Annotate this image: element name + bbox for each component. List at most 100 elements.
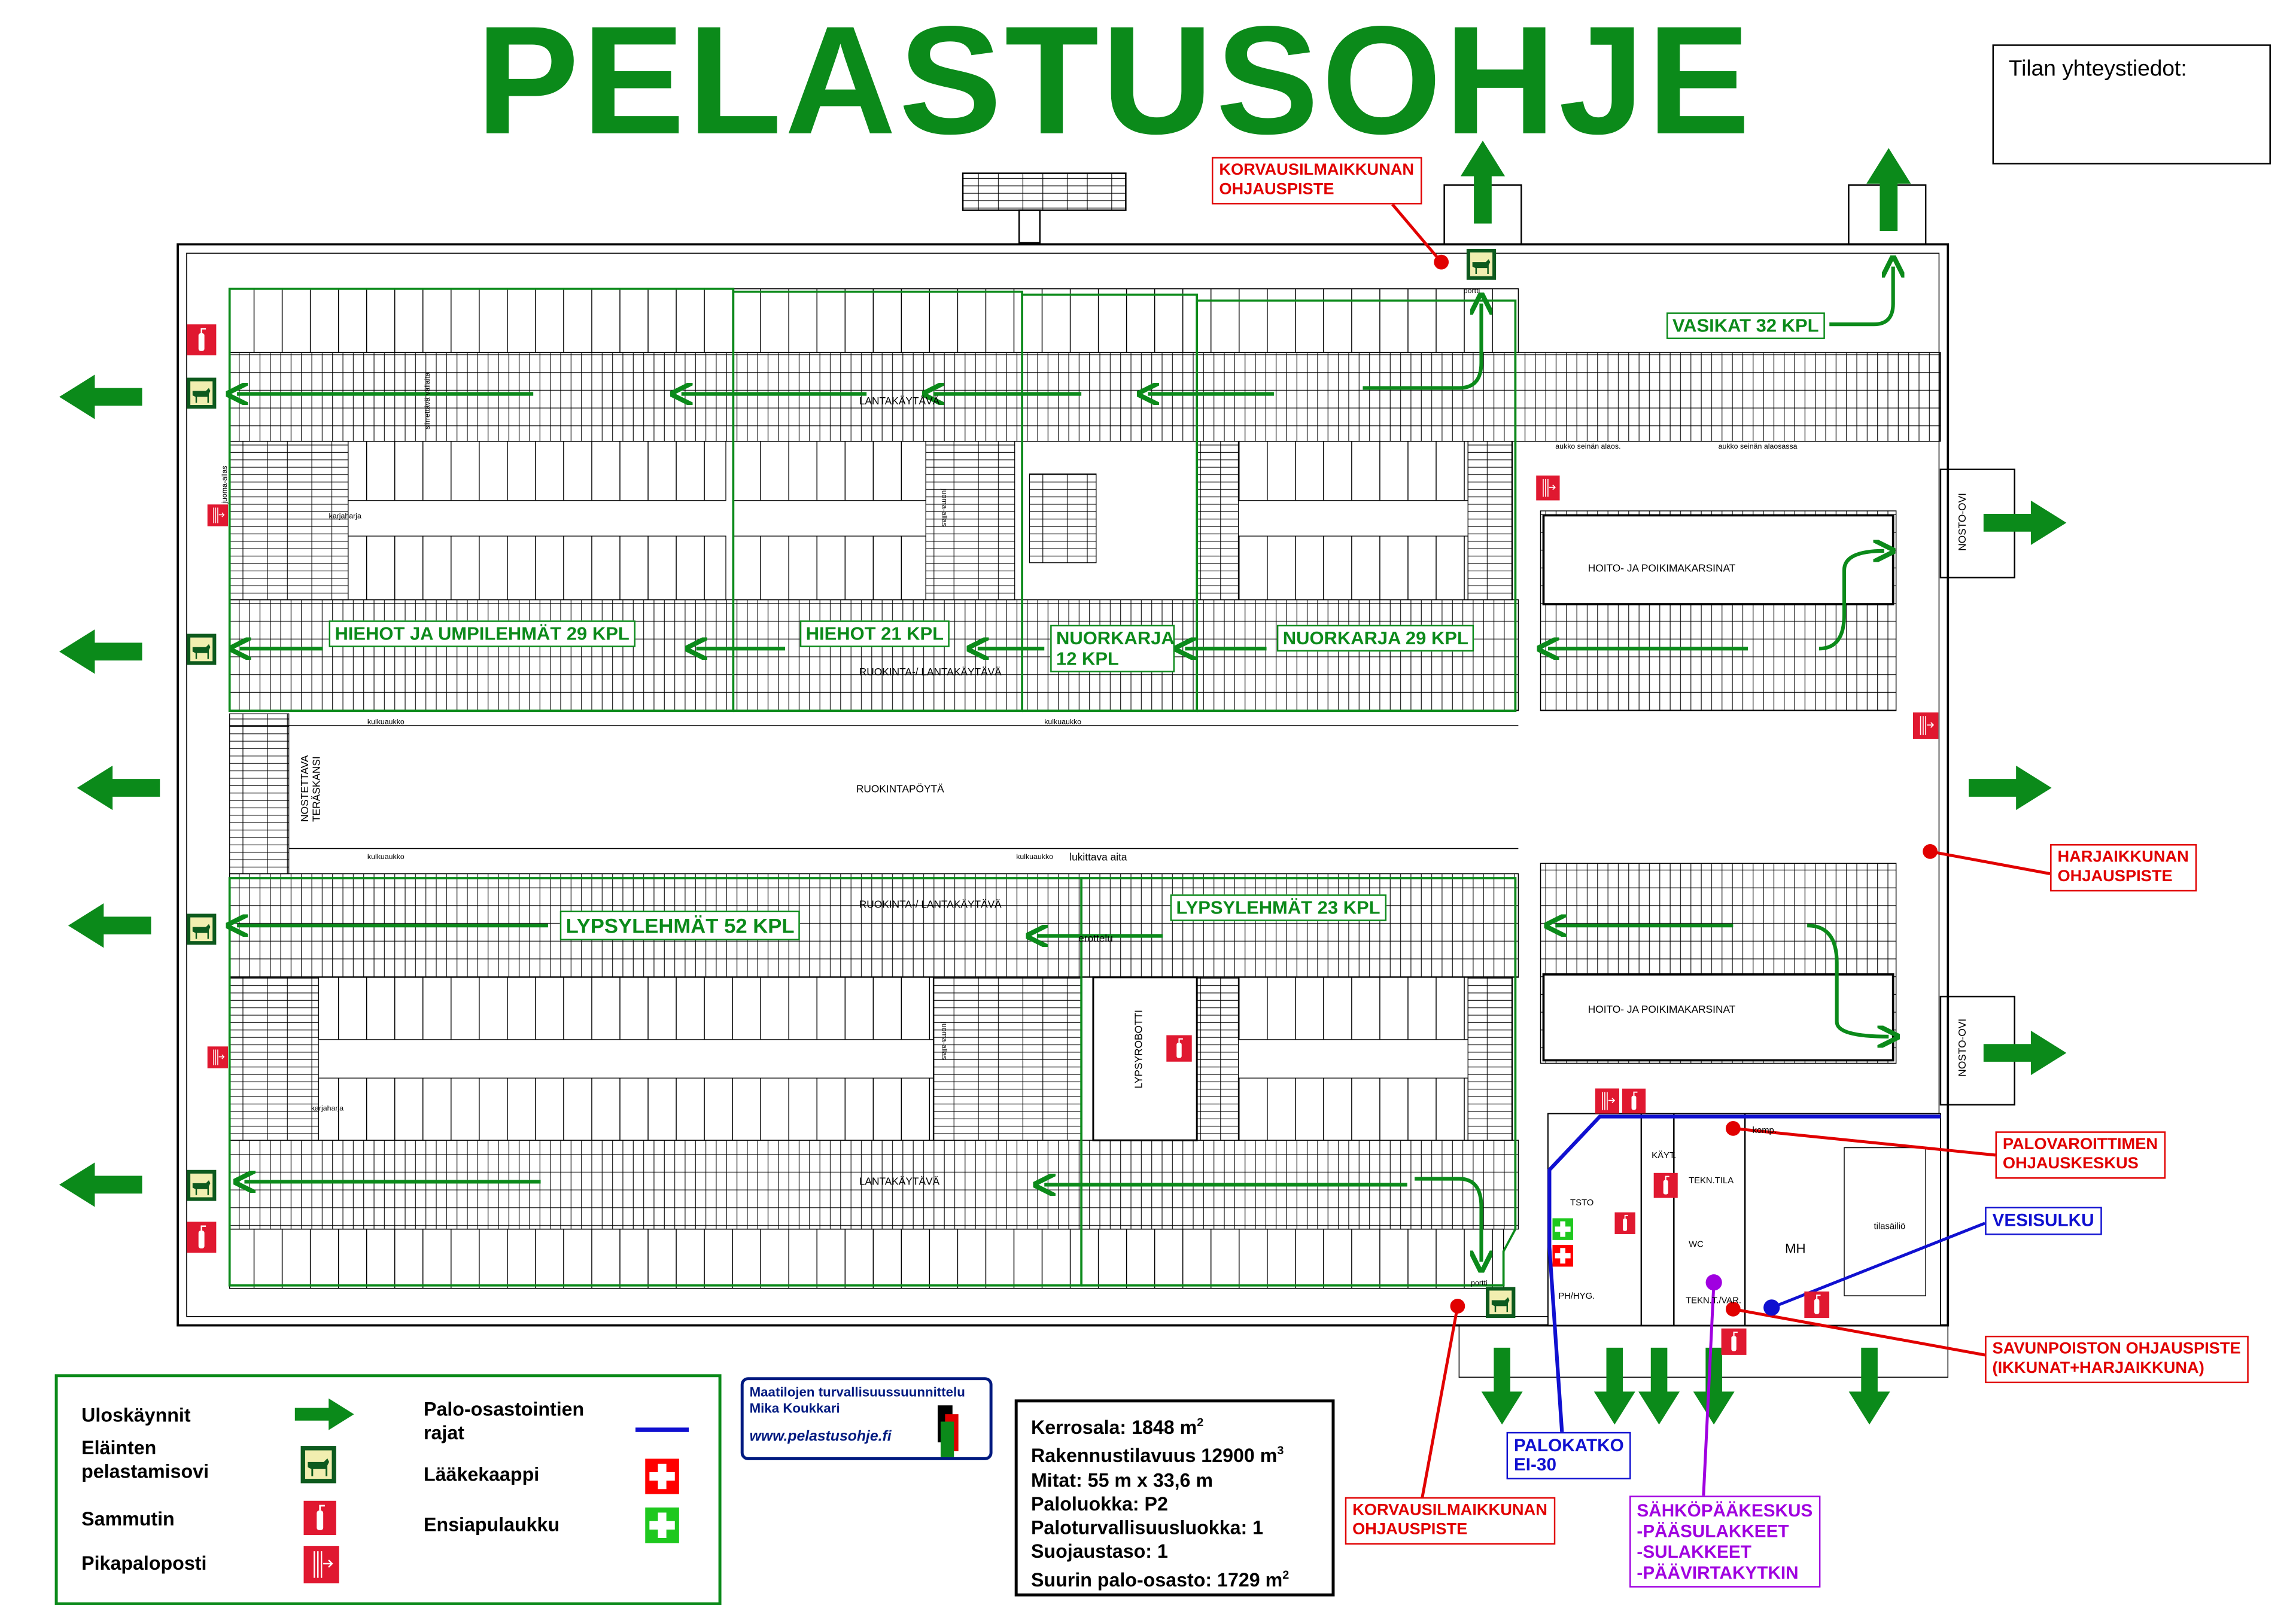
fire-hose-icon [1536,473,1560,504]
room-label: TEKN.TILA [1689,1176,1734,1186]
info-line: Paloturvallisuusluokka: 1 [1030,1516,1264,1539]
plan-label: kulkuaukko [367,718,405,726]
legend-hose-label: Pikapaloposti [81,1552,207,1574]
animal-rescue-door-icon [301,1442,336,1487]
page-title: PELASTUSOHJE [476,0,1753,167]
plan-label: erottelu [1078,932,1113,944]
plan-label: lukittava aita [1069,851,1127,863]
exit-arrow-west [59,374,142,419]
exit-arrow-east [1968,765,2052,811]
legend-text: pelastamisovi [81,1460,209,1482]
info-line: Paloluokka: P2 [1030,1492,1168,1515]
info-line: Suojaustaso: 1 [1030,1539,1168,1562]
callout-line: -SULAKKEET [1637,1541,1751,1563]
info-line: Suurin palo-osasto: 1729 m2 [1030,1567,1290,1591]
callout-line: HARJAIKKUNAN [2057,848,2189,867]
exit-arrow-west [68,903,151,948]
fire-hose-icon [1592,1088,1622,1113]
plan-label: NOSTO-OVI [1956,1019,1968,1077]
fire-compartment-boundary [1547,1114,1941,1444]
fire-extinguisher-icon [1166,1035,1193,1062]
first-aid-kit-icon [644,1507,680,1543]
animal-rescue-door-icon [187,1170,217,1201]
fire-extinguisher-icon [1653,1173,1678,1198]
fire-extinguisher-icon [1804,1292,1829,1318]
exit-arrow-south [1693,1347,1735,1425]
legend-text: rajat [423,1421,464,1444]
exit-arrow-south [1593,1347,1635,1425]
plan-label: NOSTO-OVI [1956,493,1968,551]
contact-label: Tilan yhteystiedot: [2008,56,2187,82]
callout-line: SÄHKÖPÄÄKESKUS [1637,1500,1813,1521]
callout-sahkopaakeskus: SÄHKÖPÄÄKESKUS-PÄÄSULAKKEET-SULAKKEET-PÄ… [1629,1496,1820,1588]
exit-arrow-south [1848,1347,1890,1425]
plan-label: NOSTETTAVA [299,755,311,822]
room-label: TEKN.T./VAR. [1686,1296,1741,1305]
room-label: MH [1785,1241,1806,1256]
medicine-cabinet-icon [1552,1244,1573,1268]
info-line: Rakennustilavuus 12900 m3 [1030,1444,1284,1467]
callout-line: KORVAUSILMAIKKUNAN [1352,1502,1547,1519]
contact-info-box: Tilan yhteystiedot: [1992,44,2271,165]
callout-vesisulku: VESISULKU [1985,1207,2102,1235]
plan-label: RUOKINTA-/ LANTAKÄYTÄVÄ [859,898,1002,910]
exit-arrow-icon [294,1398,354,1430]
medicine-cabinet-icon [644,1458,680,1494]
exit-arrow-west [59,1162,142,1207]
exit-arrow-north [1460,141,1506,224]
room-label: WC [1689,1239,1704,1249]
callout-line: PALOVAROITTIMEN [2002,1135,2158,1154]
building-info: Kerrosala: 1848 m2 Rakennustilavuus 1290… [1014,1399,1335,1597]
legend-extinguisher-label: Sammutin [81,1507,175,1530]
fire-hose-icon [303,1545,339,1585]
animal-rescue-door-icon [187,913,217,945]
callout-line: -PÄÄSULAKKEET [1637,1521,1789,1542]
callout-line: VESISULKU [1992,1210,2094,1231]
fire-hose-icon [208,501,229,531]
fire-extinguisher-icon [1614,1208,1635,1238]
fire-compartment-line-icon [635,1427,689,1432]
room-label: komp. [1753,1126,1777,1135]
logo-line: Maatilojen turvallisuussuunnittelu [749,1384,965,1400]
fire-extinguisher-icon [1722,1329,1747,1356]
plan-label: aukko seinän alaosassa [1719,442,1798,450]
animal-rescue-door-icon [1467,249,1497,280]
callout-line: OHJAUSPISTE [2057,867,2173,886]
plan-label: karjaharja [311,1104,343,1113]
plan-label: RUOKINTA-/ LANTAKÄYTÄVÄ [859,666,1002,678]
exit-arrow-south [1638,1347,1680,1425]
callout-line: OHJAUSKESKUS [2002,1155,2139,1173]
room-label: PH/HYG. [1558,1292,1595,1301]
exit-arrow-east [1983,1030,2067,1076]
callout-line: SAVUNPOISTON OHJAUSPISTE [1992,1340,2241,1359]
room-label: tilasäiliö [1874,1222,1906,1232]
logo-line: Mika Koukkari [749,1400,840,1416]
callout-line: OHJAUSPISTE [1352,1521,1468,1539]
callout-line: EI-30 [1513,1454,1556,1475]
animal-rescue-door-icon [187,634,217,665]
legend-text: Eläinten [81,1436,157,1459]
plan-label: karjaharja [329,511,361,520]
animal-rescue-door-icon [187,377,217,409]
animal-group-label: NUORKARJA 29 KPL [1276,625,1474,652]
outer-wall [177,243,1950,1327]
plan-label: juoma-allas [940,1021,948,1059]
animal-group-label: HIEHOT JA UMPILEHMÄT 29 KPL [329,620,635,647]
plan-label: portti [1471,1279,1487,1287]
fire-hose-icon [1911,712,1941,739]
plan-label: aukko seinän alaos. [1555,442,1620,450]
plan-label: siirrettävä väliaita [423,372,431,430]
logo-url[interactable]: www.pelastusohje.fi [749,1429,892,1446]
first-aid-kit-icon [1552,1217,1573,1241]
plan-label: kulkuaukko [1044,718,1081,726]
info-line: Kerrosala: 1848 m2 [1030,1415,1204,1439]
callout-savunpoisto: SAVUNPOISTON OHJAUSPISTE(IKKUNAT+HARJAIK… [1985,1335,2249,1384]
fire-extinguisher-icon [187,324,217,355]
